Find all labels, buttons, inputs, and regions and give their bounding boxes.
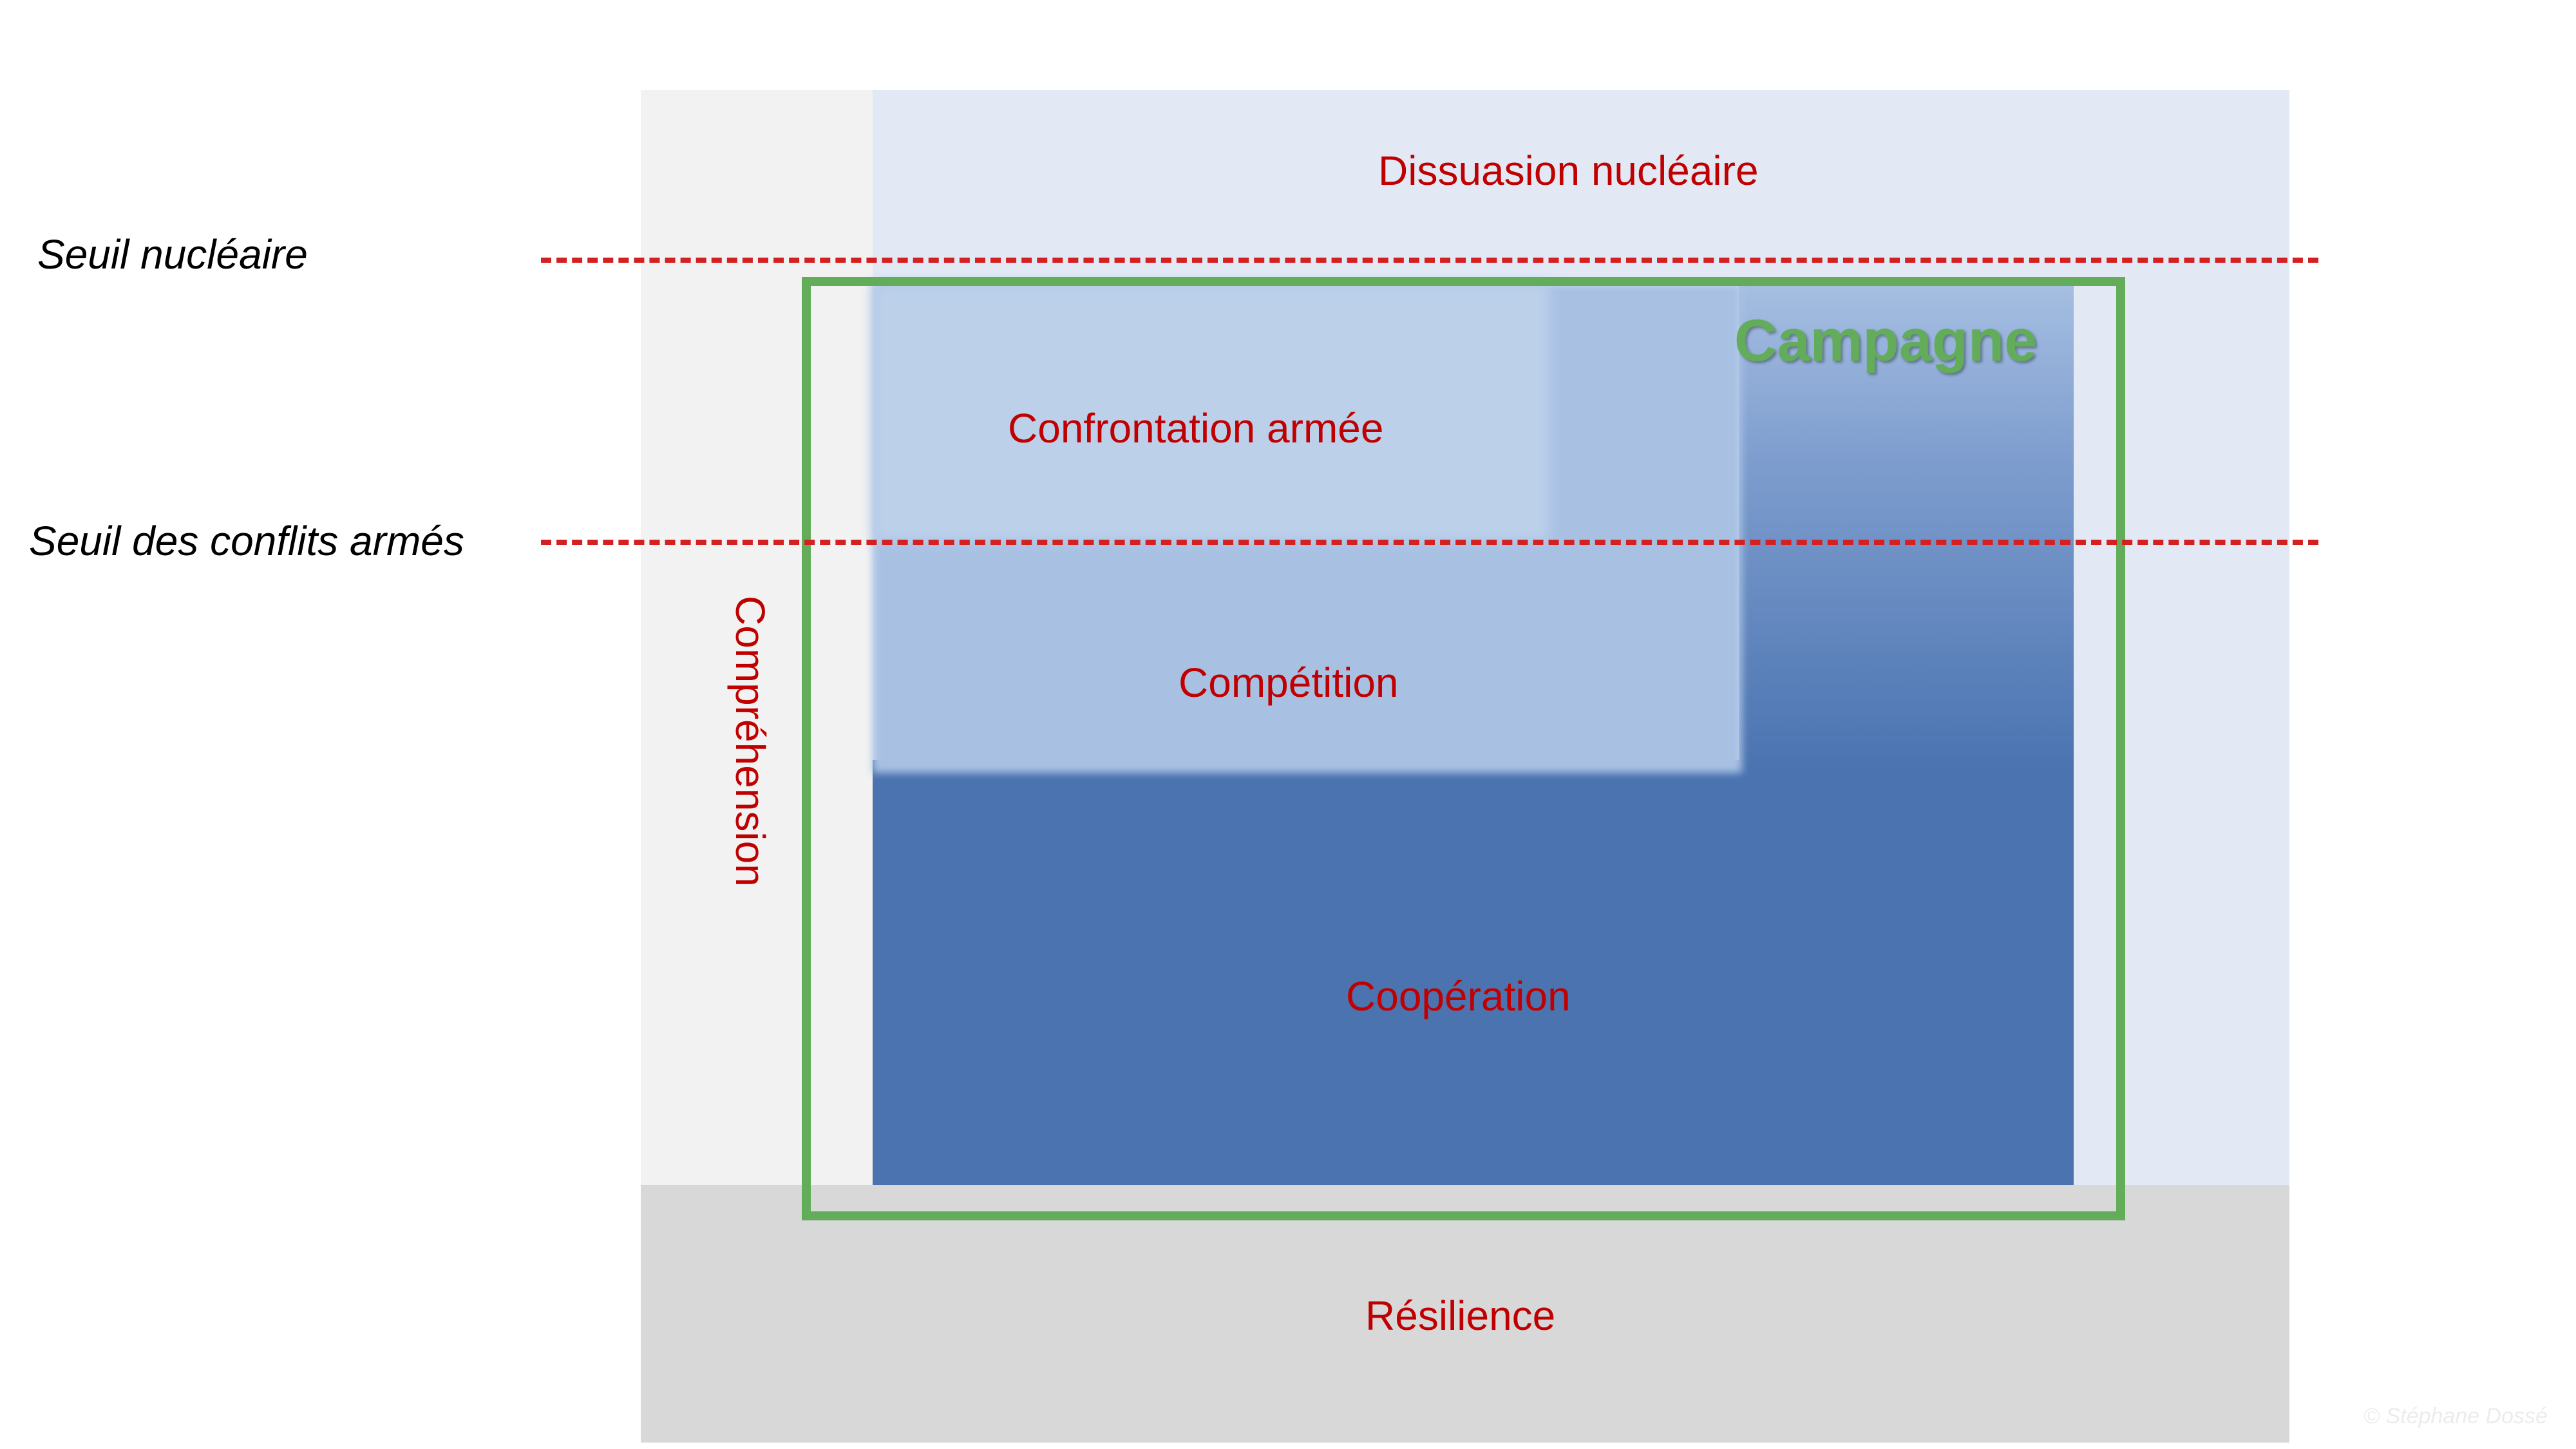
campaign-gradient-zone <box>1739 283 2074 773</box>
nuclear-threshold-line <box>541 258 2318 263</box>
cooperation-label: Coopération <box>1346 973 1571 1019</box>
comprehension-label: Compréhension <box>727 596 773 887</box>
comprehension-zone <box>641 90 873 1185</box>
armed-confrontation-label: Confrontation armée <box>1008 405 1384 451</box>
campaign-label: Campagne <box>1734 308 2038 374</box>
nuclear-deterrence-label: Dissuasion nucléaire <box>1378 147 1759 194</box>
competition-label: Compétition <box>1179 659 1399 706</box>
armed-conflict-threshold-label: Seuil des conflits armés <box>29 518 464 564</box>
campaign-frame <box>802 277 2125 1220</box>
armed-confrontation-zone <box>873 283 1549 541</box>
armed-conflict-threshold-line <box>541 540 2318 545</box>
nuclear-threshold-label: Seuil nucléaire <box>37 231 308 278</box>
resilience-zone <box>641 1185 2289 1443</box>
resilience-label: Résilience <box>1365 1293 1556 1339</box>
copyright-notice: © Stéphane Dossé <box>2363 1404 2548 1428</box>
cooperation-zone <box>873 760 2074 1185</box>
